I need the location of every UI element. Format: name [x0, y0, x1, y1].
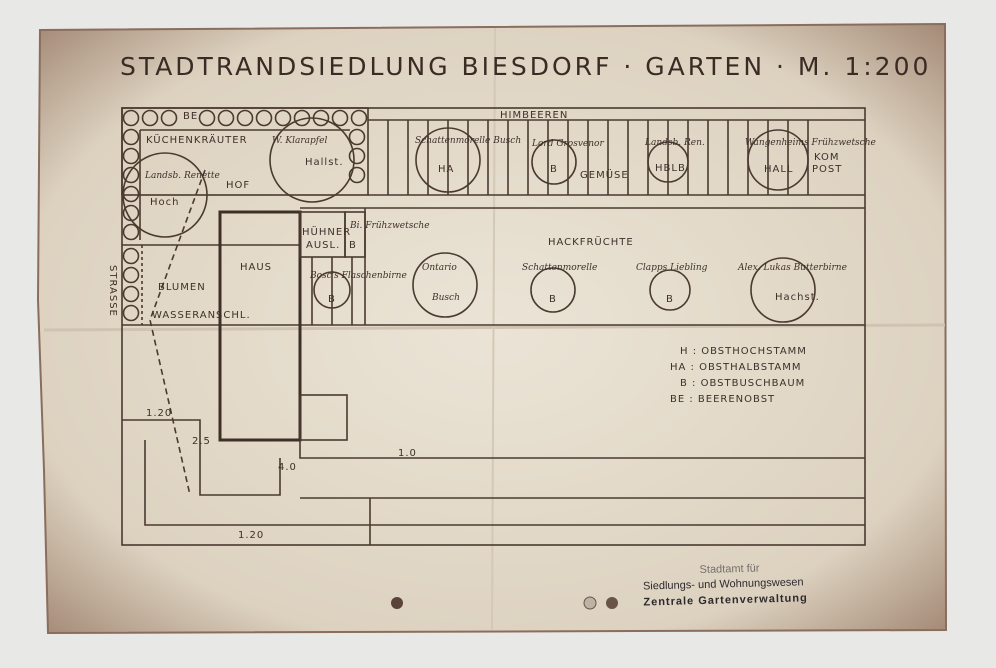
- hedge-bush: [122, 247, 140, 265]
- label-blumen: BLUMEN: [158, 282, 206, 293]
- legend: H : OBSTHOCHSTAMM HA : OBSTHALBSTAMM B :…: [670, 346, 807, 405]
- plan-title: STADTRANDSIEDLUNG BIESDORF · GARTEN · M.…: [120, 52, 931, 81]
- hedge-bush: [122, 223, 140, 241]
- hedge-bush: [122, 266, 140, 284]
- tree-circle: [531, 139, 577, 185]
- tree-type: B: [328, 294, 336, 305]
- hedge-bush: [122, 109, 140, 127]
- label-huehner: HÜHNER: [302, 225, 351, 238]
- hedge-bush: [348, 166, 366, 184]
- tree-circle: [649, 269, 691, 311]
- hedge-bush: [122, 285, 140, 303]
- hedge-bush: [348, 147, 366, 165]
- tree-name: Clapps Liebling: [636, 263, 708, 273]
- tree-name: Ontario: [422, 263, 457, 273]
- tree-circle: [415, 127, 481, 193]
- legend-item: B : OBSTBUSCHBAUM: [680, 378, 805, 389]
- hedge-bush: [350, 109, 368, 127]
- punch-hole: [583, 596, 597, 610]
- hedge-bush: [274, 109, 292, 127]
- tree-type: B: [549, 294, 557, 305]
- tree-circle: [269, 117, 355, 203]
- tree-circle: [412, 252, 478, 318]
- label-kuechenkraeuter: KÜCHENKRÄUTER: [146, 133, 248, 146]
- fold-line: [491, 27, 496, 631]
- tree-name: W. Klarapfel: [272, 136, 327, 146]
- tree-circle: [647, 141, 689, 183]
- tree-type: Busch: [431, 293, 460, 303]
- label-hackfruechte: HACKFRÜCHTE: [548, 235, 634, 248]
- stamp-line: Zentrale Gartenverwaltung: [643, 592, 808, 608]
- dimension-label: 1.20: [238, 530, 264, 541]
- tree-name: Landsb. Renette: [144, 171, 220, 181]
- tree-name: Lord Grosvenor: [531, 139, 604, 149]
- tree-type: Hoch: [150, 197, 179, 208]
- dimension-label: 1.0: [398, 448, 417, 459]
- tree-circles: [122, 117, 816, 323]
- hedge-bush: [122, 147, 140, 165]
- dimension-label: 4.0: [278, 462, 297, 473]
- hedge-bush: [236, 109, 254, 127]
- tree-name: Landsb. Ren.: [644, 138, 705, 148]
- legend-item: BE : BEERENOBST: [670, 394, 775, 405]
- tree-name: Wangenheims Frühzwetsche: [745, 138, 876, 148]
- tree-type: HA: [438, 164, 454, 175]
- tree-circle: [530, 267, 576, 313]
- tree-type: B: [349, 240, 357, 251]
- stamp-line: Stadtamt für: [699, 562, 760, 576]
- tree-circle: [313, 271, 351, 309]
- legend-item: HA : OBSTHALBSTAMM: [670, 362, 802, 373]
- tree-type: Hallst.: [305, 157, 344, 168]
- tree-circle: [750, 257, 816, 323]
- tree-name: Bosc's Flaschenbirne: [309, 271, 407, 281]
- hedge-bush: [122, 166, 140, 184]
- tree-name: Schattenmorelle Busch: [415, 136, 521, 146]
- hedge-bush: [217, 109, 235, 127]
- label-gemuese: GEMÜSE: [580, 168, 629, 181]
- tree-type: Hachst.: [775, 292, 820, 303]
- dimension-label: 2.5: [192, 436, 211, 447]
- tree-type: B: [666, 294, 674, 305]
- tree-type: HBLB: [655, 163, 686, 174]
- label-be: BE: [183, 111, 198, 122]
- tree-circle: [747, 129, 809, 191]
- hedge-bush: [141, 109, 159, 127]
- tree-name: Schattenmorelle: [522, 263, 597, 273]
- office-stamp: Stadtamt für Siedlungs- und Wohnungswese…: [643, 562, 808, 608]
- stamp-line: Siedlungs- und Wohnungswesen: [643, 576, 804, 592]
- tree-circle: [122, 152, 208, 238]
- label-kompost-2: POST: [812, 164, 842, 175]
- hedge-bush: [122, 304, 140, 322]
- tree-type: HALL: [764, 164, 794, 175]
- label-kompost: KOM: [814, 152, 840, 163]
- punch-hole: [606, 597, 618, 609]
- label-wasseranschluss: WASSERANSCHL.: [152, 310, 251, 321]
- tree-name: Alex. Lukas Butterbirne: [737, 263, 847, 273]
- tree-name: Bi. Frühzwetsche: [349, 221, 430, 231]
- label-hof: HOF: [226, 180, 250, 191]
- tree-type: B: [550, 164, 558, 175]
- punch-hole: [391, 597, 403, 609]
- hedge-bush: [160, 109, 178, 127]
- label-ausl: AUSL.: [306, 240, 340, 251]
- hedge-bush: [331, 109, 349, 127]
- hedge-bush: [255, 109, 273, 127]
- dimension-label: 1.20: [146, 408, 172, 419]
- label-haus: HAUS: [240, 262, 272, 273]
- label-strasse: STRASSE: [107, 265, 118, 317]
- vegetable-beds: [311, 120, 809, 325]
- hedge-bush: [348, 128, 366, 146]
- hedge-bush: [198, 109, 216, 127]
- plan-outlines: [121, 107, 866, 546]
- label-himbeeren: HIMBEEREN: [500, 110, 568, 121]
- legend-item: H : OBSTHOCHSTAMM: [680, 346, 807, 357]
- hedge-bush: [122, 128, 140, 146]
